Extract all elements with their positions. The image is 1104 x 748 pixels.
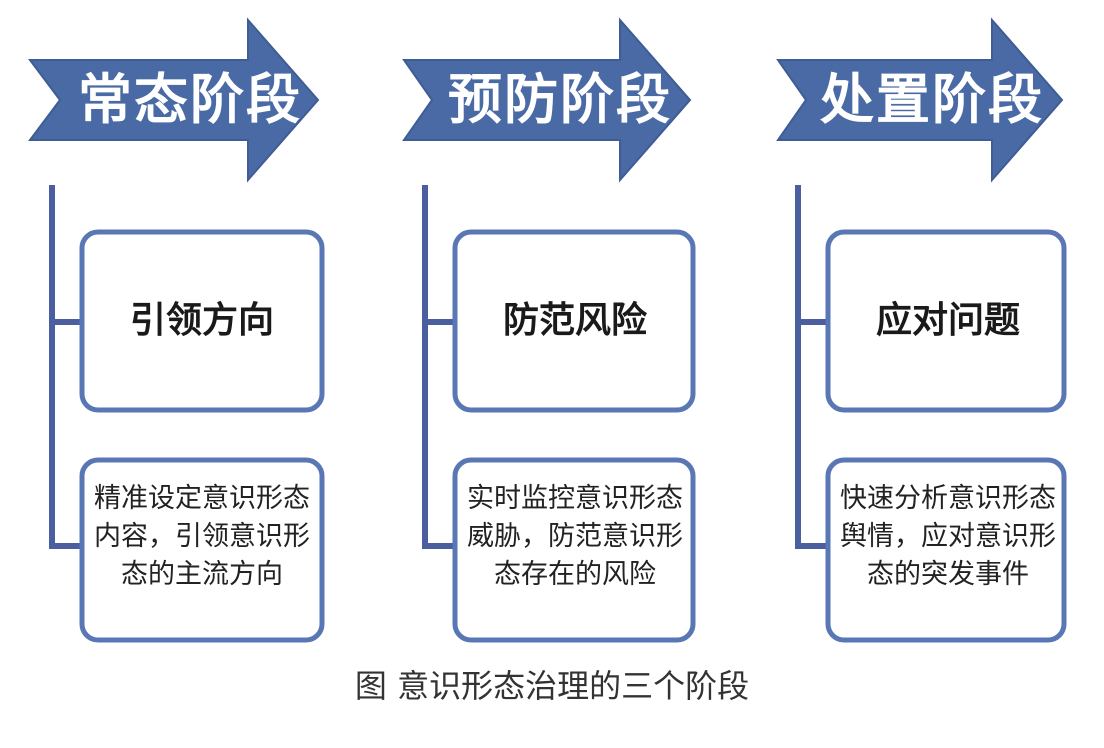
stage-3-desc-line-3: 态的突发事件 [867,559,1029,590]
stage-3-label: 处置阶段 [820,67,1044,131]
stage-3-group [776,17,1067,643]
stage-2-connector [422,185,458,549]
stage-2-description: 实时监控意识形态 威胁，防范意识形 态存在的风险 [455,480,695,594]
stage-2-label: 预防阶段 [448,67,672,131]
stage-2-desc-line-2: 威胁，防范意识形 [467,521,683,552]
stage-3-description: 快速分析意识形态 舆情，应对意识形 态的突发事件 [828,480,1068,594]
stage-1-connector [49,185,85,549]
stage-3-title: 应对问题 [875,299,1020,341]
stage-3-desc-box [825,457,1067,643]
stage-2-desc-line-1: 实时监控意识形态 [467,483,683,514]
stage-2-group [402,17,696,643]
stage-1-title: 引领方向 [129,299,274,341]
stage-2-title-box [452,229,696,413]
stage-2-desc-line-3: 态存在的风险 [494,559,656,590]
stage-1-group [28,17,325,643]
stage-1-desc-line-1: 精准设定意识形态 [94,483,310,514]
stage-2-arrow-body [402,17,692,183]
stage-1-desc-line-2: 内容，引领意识形 [94,521,310,552]
stage-1-arrow-body [28,17,320,183]
stage-3-title-box [825,229,1067,413]
stage-2-title: 防范风险 [502,299,647,341]
stage-1-description: 精准设定意识形态 内容，引领意识形 态的主流方向 [82,480,322,594]
stage-1-desc-box [79,457,325,643]
stage-1-title-box [79,229,325,413]
stage-1-label: 常态阶段 [78,67,302,131]
figure-caption: 图 意识形态治理的三个阶段 [354,667,750,705]
stage-2-desc-box [452,457,696,643]
stage-3-connector [795,185,831,549]
stage-3-desc-line-1: 快速分析意识形态 [840,483,1056,514]
stage-1-desc-line-3: 态的主流方向 [121,559,283,590]
stage-3-desc-line-2: 舆情，应对意识形 [840,521,1056,552]
stage-3-arrow-body [776,17,1064,183]
